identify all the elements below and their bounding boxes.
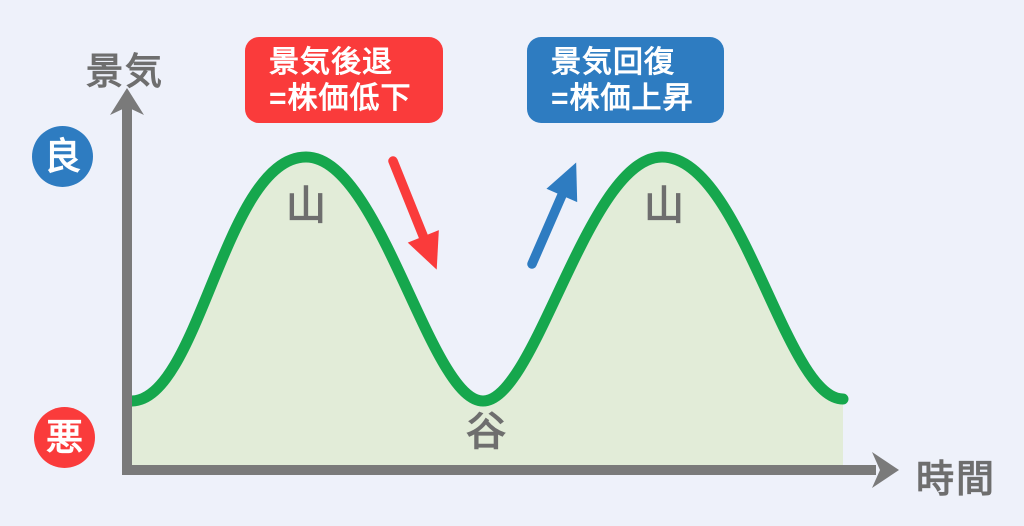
recovery-callout: 景気回復 =株価上昇 [527, 37, 724, 123]
bad-indicator-badge: 悪 [34, 407, 95, 468]
x-axis-arrowhead-icon [872, 452, 899, 488]
recession-callout: 景気後退 =株価低下 [245, 37, 443, 123]
recovery-callout-line2: =株価上昇 [551, 82, 694, 115]
decline-arrow-icon [388, 156, 439, 270]
good-indicator-badge: 良 [32, 126, 93, 187]
peak-label-1: 山 [286, 184, 326, 228]
rise-arrow-icon [527, 162, 578, 269]
recession-callout-line2: =株価低下 [269, 82, 412, 115]
cycle-area-fill [132, 157, 843, 467]
x-axis-label: 時間 [916, 459, 997, 501]
cycle-curve [126, 151, 849, 407]
recession-callout-line1: 景気後退 [269, 46, 393, 79]
y-axis-label: 景気 [86, 51, 164, 92]
valley-label: 谷 [466, 410, 506, 454]
recovery-callout-line1: 景気回復 [551, 46, 675, 79]
y-axis-arrowhead-icon [110, 88, 144, 115]
peak-label-2: 山 [644, 184, 684, 228]
